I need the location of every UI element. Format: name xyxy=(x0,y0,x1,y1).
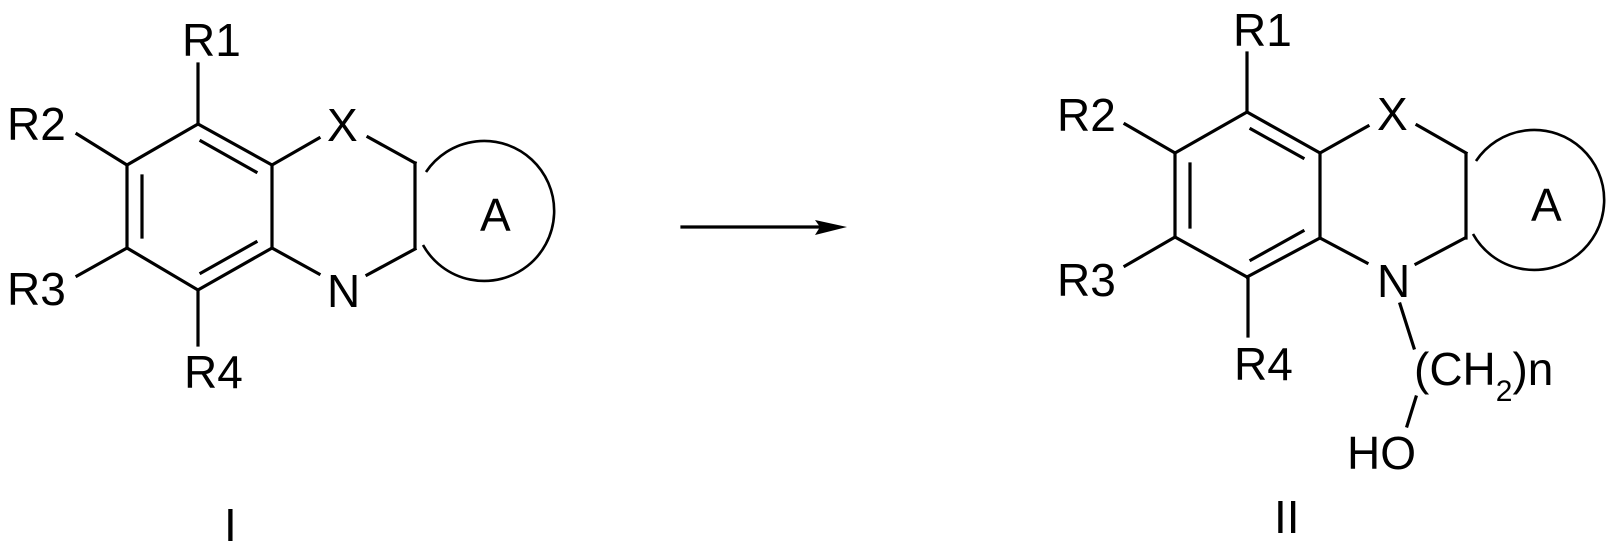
r3-label: R3 xyxy=(1057,254,1116,306)
r4-label: R4 xyxy=(184,346,243,398)
ch2n-label: (CH2)n xyxy=(1414,343,1553,408)
r3-bond xyxy=(74,245,130,279)
compound-I-label: I xyxy=(224,499,237,545)
r3-bond xyxy=(1122,234,1178,269)
r2-bond xyxy=(74,131,130,168)
n-ch2-bond xyxy=(1397,301,1417,351)
r2-bond xyxy=(1122,121,1178,156)
ring-A-arc xyxy=(421,139,556,283)
ring-a-label: A xyxy=(480,189,511,241)
x-atom-label: X xyxy=(327,99,358,151)
r3-label: R3 xyxy=(7,263,66,315)
structure-I: R1 R2 R3 R4 X N A I xyxy=(7,14,556,545)
r2-label: R2 xyxy=(1057,89,1116,141)
reaction-arrow xyxy=(680,220,847,235)
n-atom-label: N xyxy=(1377,255,1410,307)
r1-label: R1 xyxy=(182,14,241,66)
benzene-ring xyxy=(1172,109,1323,280)
ch2-oh-bond xyxy=(1404,394,1419,429)
x-atom-label: X xyxy=(1377,88,1408,140)
r2-label: R2 xyxy=(7,98,66,150)
n-atom-label: N xyxy=(327,265,360,317)
ring-A-arc xyxy=(1471,128,1606,272)
benzene-ring xyxy=(124,121,275,293)
r1-label: R1 xyxy=(1233,4,1292,56)
structure-II: R1 R2 R3 R4 X N A (CH2)n HO II xyxy=(1057,4,1606,543)
ring-a-label: A xyxy=(1531,179,1562,231)
compound-II-label: II xyxy=(1274,491,1300,543)
ho-label: HO xyxy=(1347,427,1416,479)
r4-label: R4 xyxy=(1234,338,1293,390)
